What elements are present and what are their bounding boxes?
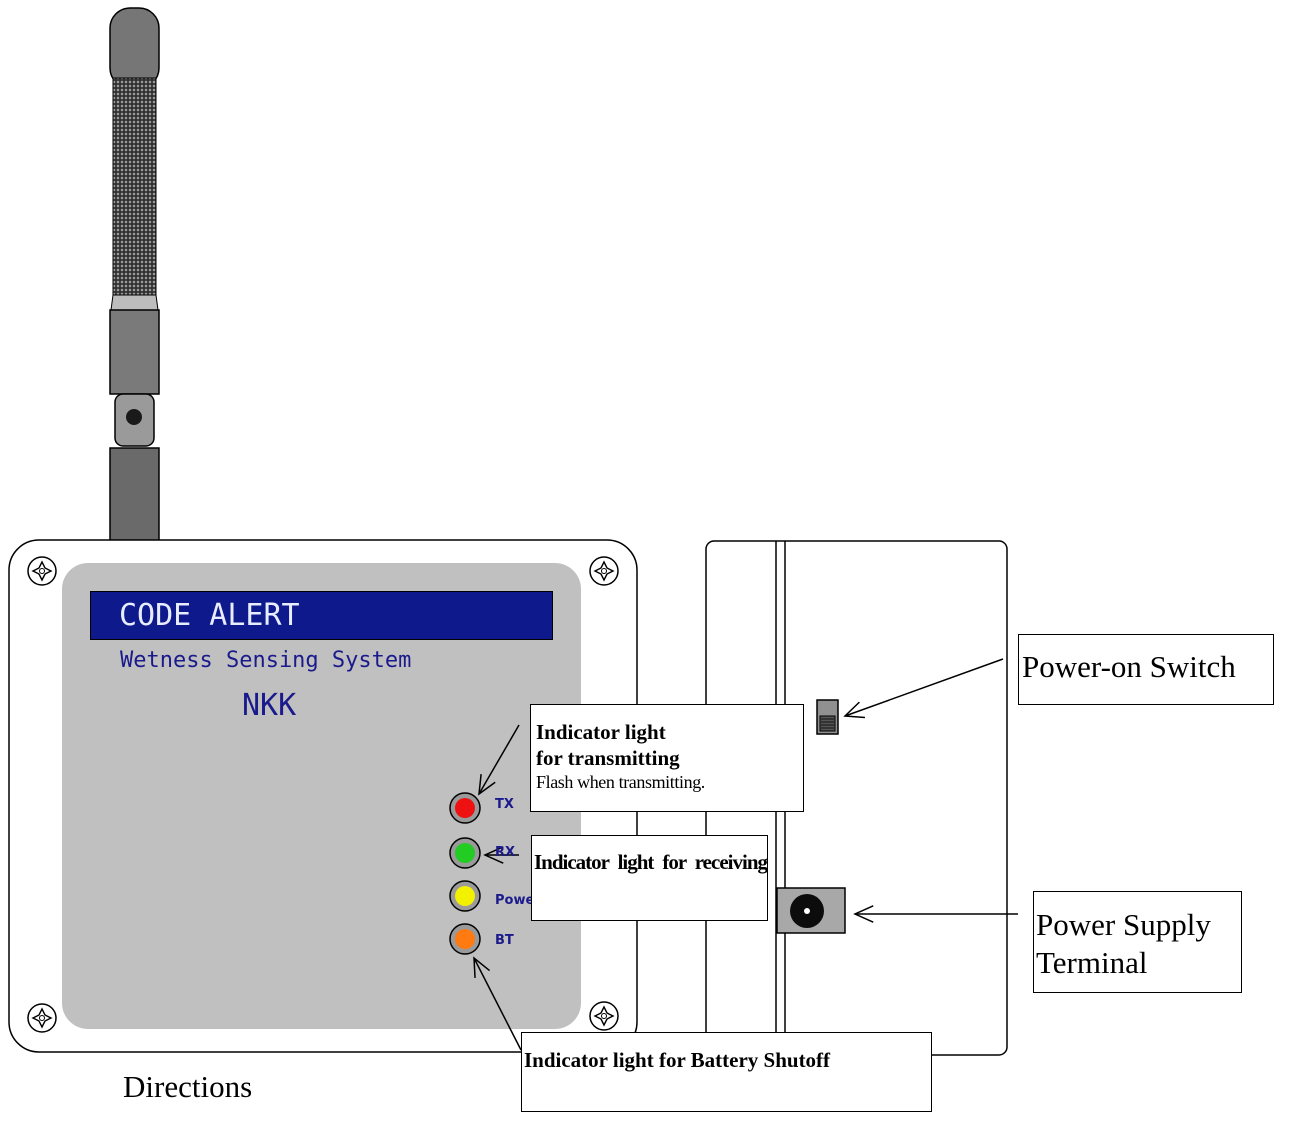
led-rx-icon	[449, 837, 481, 869]
callout-power-line2: Terminal	[1036, 945, 1148, 980]
screw-icon	[589, 1001, 619, 1031]
callout-power-supply: Power Supply Terminal	[1033, 891, 1242, 993]
arrow-to-rx-led	[483, 846, 519, 864]
arrow-to-bt-led	[473, 956, 522, 1051]
callout-power-line1: Power Supply	[1036, 907, 1211, 942]
callout-switch-text: Power-on Switch	[1022, 649, 1236, 684]
led-label-power: Powe	[495, 893, 535, 908]
led-label-tx: TX	[495, 797, 514, 812]
led-power-icon	[449, 880, 481, 912]
callout-bt-text: Indicator light for Battery Shutoff	[524, 1048, 831, 1072]
power-supply-terminal[interactable]	[776, 887, 846, 934]
brand-title: CODE ALERT	[90, 591, 553, 640]
arrow-to-power-switch	[843, 658, 1004, 719]
leader-arrows	[473, 658, 1018, 1051]
system-subtitle: Wetness Sensing System	[120, 648, 412, 673]
callout-tx-title-line2: for transmitting	[536, 746, 680, 770]
arrow-to-tx-led	[478, 724, 520, 796]
screw-icon	[27, 556, 57, 586]
callout-power-switch: Power-on Switch	[1018, 634, 1274, 705]
power-switch[interactable]	[816, 699, 839, 735]
callout-tx-note: Flash when transmitting.	[536, 772, 705, 792]
antenna	[109, 7, 160, 543]
housing-screws	[27, 556, 619, 1033]
callout-battery-indicator: Indicator light for Battery Shutoff	[521, 1032, 932, 1112]
led-label-bt: BT	[495, 933, 514, 948]
directions-caption: Directions	[123, 1069, 253, 1104]
maker-label: NKK	[242, 688, 297, 723]
indicator-leds	[449, 792, 481, 955]
led-tx-icon	[449, 792, 481, 824]
arrow-to-power-terminal	[853, 905, 1018, 923]
led-label-rx: RX	[495, 845, 516, 860]
callout-rx-text: Indicator light for receiving	[534, 850, 768, 874]
callout-tx-title-line1: Indicator light	[536, 720, 666, 744]
callout-transmit-indicator: Indicator light for transmitting Flash w…	[530, 704, 804, 812]
screw-icon	[589, 556, 619, 586]
callout-receive-indicator: Indicator light for receiving	[531, 835, 768, 921]
led-bt-icon	[449, 923, 481, 955]
screw-icon	[27, 1003, 57, 1033]
